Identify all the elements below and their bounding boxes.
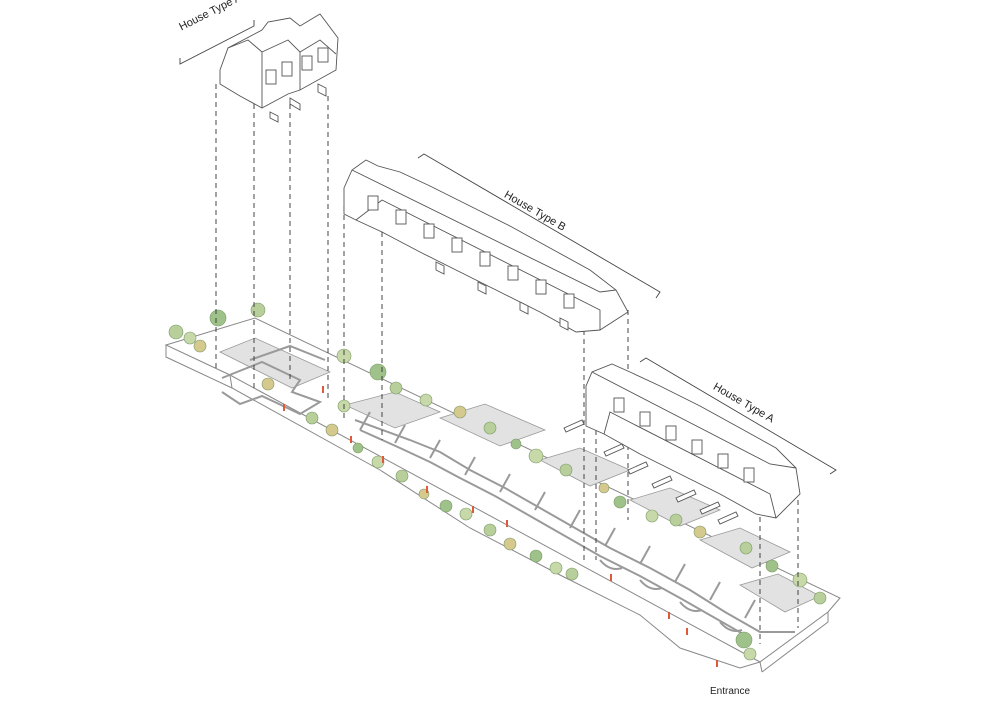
house-type-b <box>343 159 629 333</box>
projection-lines <box>215 84 799 644</box>
house-type-a-top <box>219 13 339 123</box>
label-entrance: Entrance <box>710 686 751 697</box>
site-front-edge <box>165 345 761 669</box>
dimension-lines <box>179 20 837 475</box>
house-type-a-right <box>563 363 801 525</box>
ground-floor-plans <box>221 344 795 639</box>
trees <box>168 302 827 661</box>
people <box>283 386 718 667</box>
